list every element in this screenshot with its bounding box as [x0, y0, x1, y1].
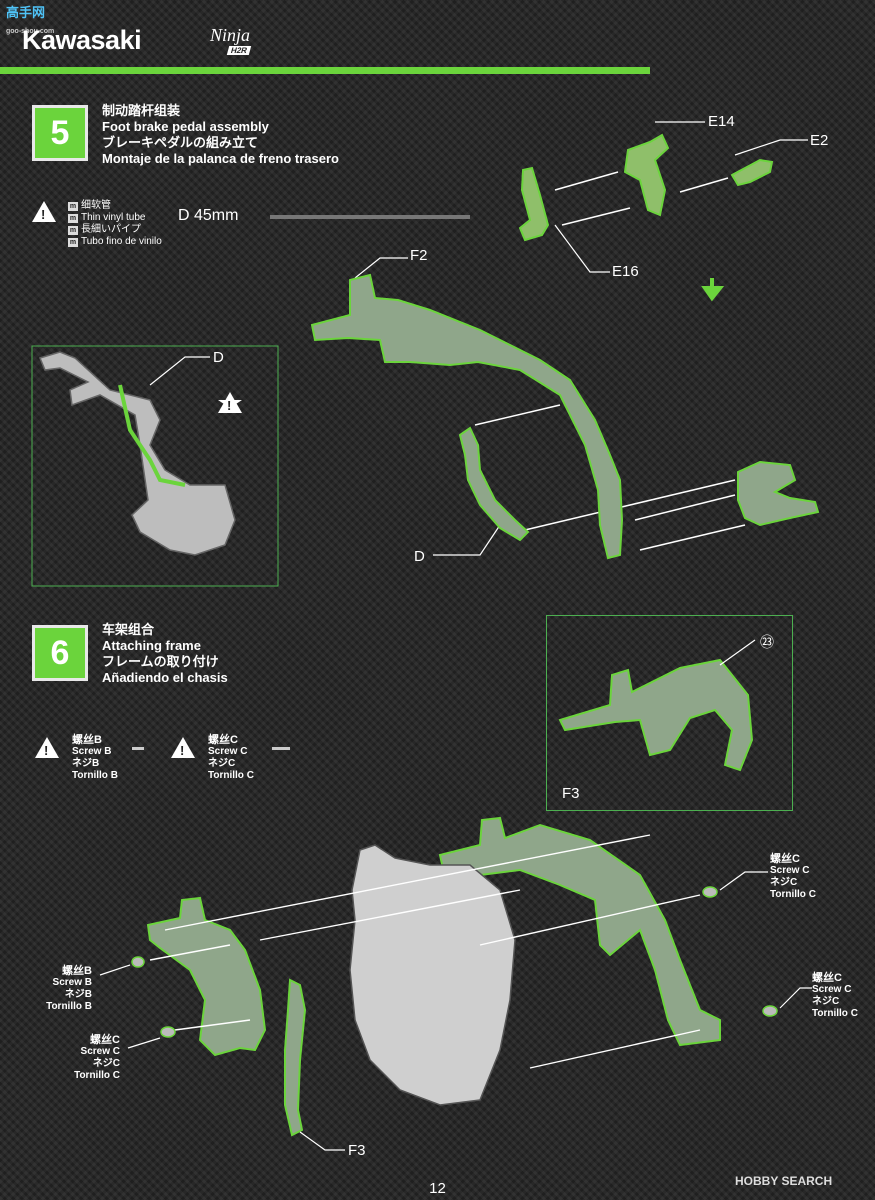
- f3-inset: [546, 615, 793, 811]
- brand-logo: Kawasaki: [22, 25, 142, 55]
- label-e14: E14: [708, 113, 735, 130]
- warning-icon: !: [171, 737, 195, 758]
- step-5-title: 制动踏杆组装 Foot brake pedal assembly ブレーキペダル…: [102, 103, 339, 167]
- step-5-diagram: [31, 121, 820, 587]
- label-f3-bottom: F3: [348, 1142, 366, 1159]
- label-f3-inset: F3: [562, 785, 580, 802]
- step-6-title: 车架组合 Attaching frame フレームの取り付け Añadiendo…: [102, 622, 228, 685]
- step-5-title-en: Foot brake pedal assembly: [102, 119, 269, 134]
- step-6-diagram: [99, 639, 812, 1151]
- step-5-title-cn: 制动踏杆组装: [102, 103, 181, 118]
- model-badge: H2R: [226, 46, 252, 55]
- label-d-main: D: [414, 548, 425, 565]
- label-f2: F2: [410, 247, 428, 264]
- header-divider: [0, 67, 650, 74]
- step-5-title-jp: ブレーキペダルの組み立て: [102, 135, 259, 150]
- source-watermark: HOBBY SEARCH: [735, 1174, 833, 1188]
- warning-icon: !: [32, 201, 56, 222]
- inset-warning-icon: !: [218, 392, 242, 413]
- tube-spec: D 45mm: [178, 207, 239, 224]
- label-e16: E16: [612, 263, 639, 280]
- tube-graphic: [270, 215, 470, 219]
- screw-c-icon: [272, 747, 290, 750]
- callout-23: ㉓: [760, 634, 774, 650]
- model-logo: Ninja: [210, 25, 251, 45]
- step-6-number: 6: [32, 625, 88, 681]
- label-e2: E2: [810, 132, 829, 149]
- label-d-inset: D: [213, 349, 224, 366]
- step-5-number: 5: [32, 105, 88, 161]
- warning-icon: !: [35, 737, 59, 758]
- step-5-title-es: Montaje de la palanca de freno trasero: [102, 151, 339, 166]
- screw-b-icon: [132, 747, 144, 750]
- page-number: 12: [429, 1180, 446, 1197]
